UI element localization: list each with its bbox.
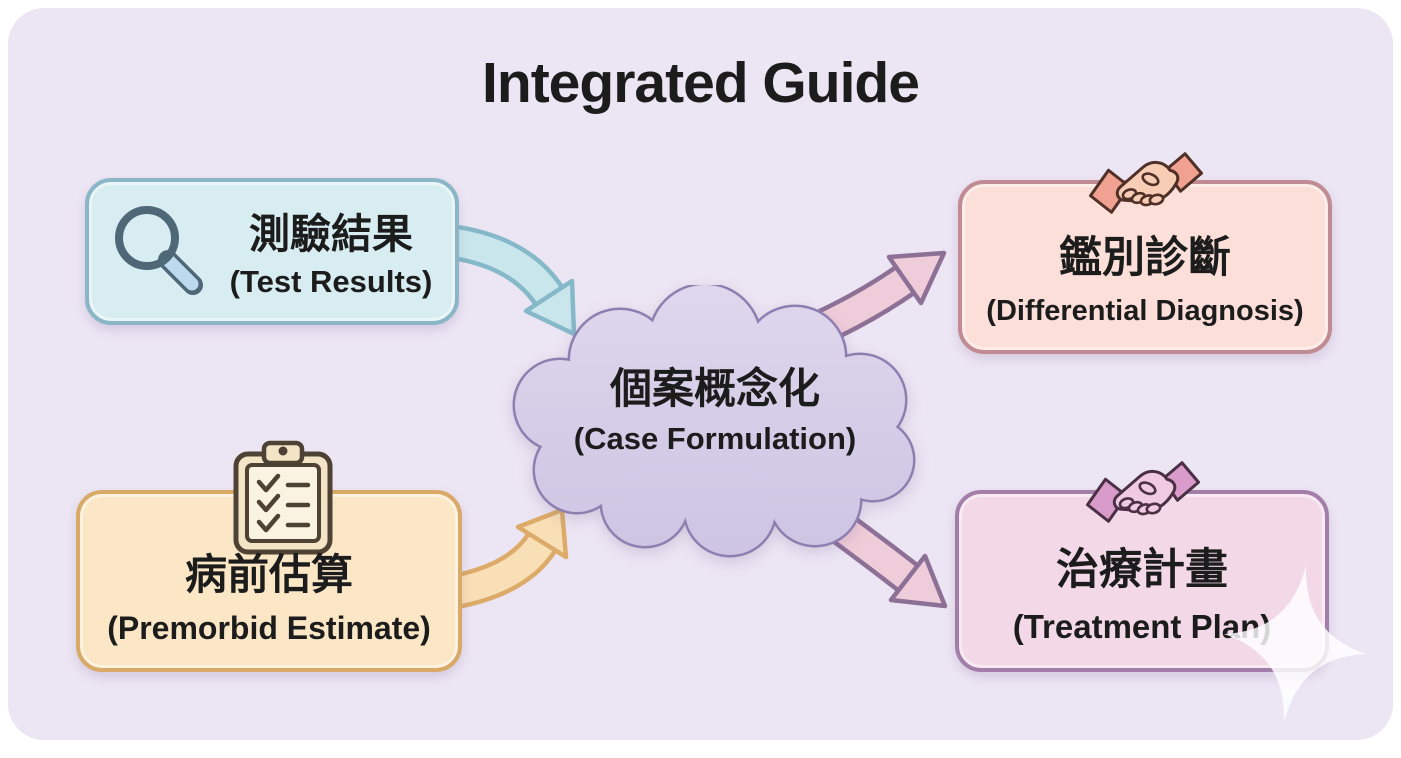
node-test-results: 測驗結果 (Test Results) [85, 178, 459, 325]
magnifier-icon [115, 206, 203, 295]
node-label-en: (Treatment Plan) [1012, 607, 1272, 645]
node-premorbid-estimate: 病前估算 (Premorbid Estimate) [76, 440, 462, 672]
node-label-zh: 鑑別診斷 [1059, 233, 1231, 282]
page-title: Integrated Guide [482, 51, 920, 115]
node-label-en: (Test Results) [229, 264, 433, 300]
node-label-zh: 個案概念化 [609, 364, 820, 412]
cloud-shape [512, 285, 916, 558]
node-label-zh: 病前估算 [184, 551, 353, 599]
node-label-en: (Differential Diagnosis) [986, 295, 1304, 328]
node-case-formulation: 個案概念化 (Case Formulation) [505, 285, 925, 560]
node-label-en: (Premorbid Estimate) [107, 609, 431, 646]
sparkle-icon [1223, 564, 1367, 724]
node-label-en: (Case Formulation) [573, 420, 857, 456]
handshake-icon [1089, 152, 1203, 214]
node-label-zh: 測驗結果 [249, 211, 413, 258]
clipboard-checklist-icon [233, 440, 333, 555]
handshake-icon [1086, 461, 1200, 523]
node-differential-diagnosis: 鑑別診斷 (Differential Diagnosis) [958, 152, 1332, 354]
node-label-zh: 治療計畫 [1056, 546, 1228, 595]
